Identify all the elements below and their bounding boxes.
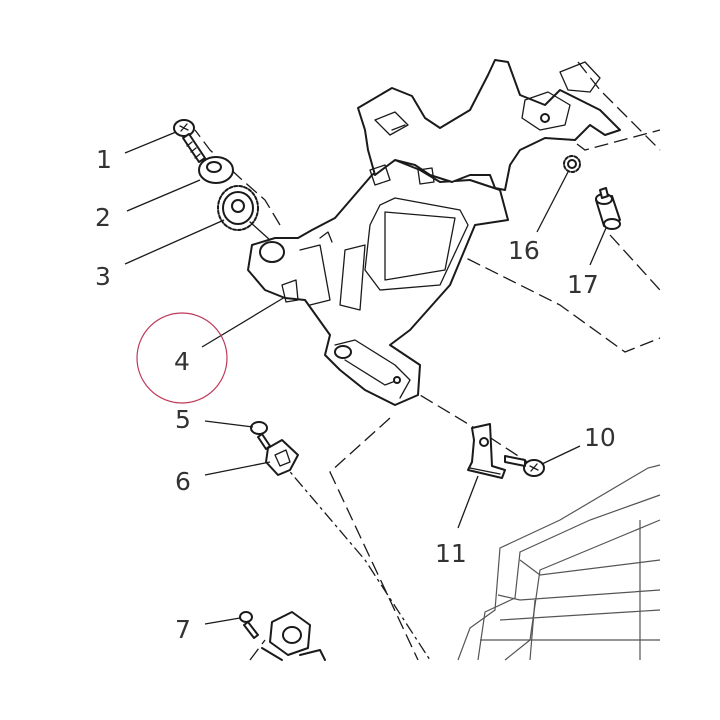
- screw-part-1: [173, 119, 206, 163]
- screw-part-5: [250, 421, 271, 450]
- main-bracket: [247, 159, 509, 406]
- callout-6: 6: [175, 467, 191, 496]
- callout-16: 16: [508, 236, 540, 265]
- callout-4: 4: [174, 347, 190, 376]
- screw-part-7: [239, 611, 259, 639]
- washer-part-2: [198, 156, 234, 184]
- callout-5: 5: [175, 405, 191, 434]
- callout-7: 7: [175, 615, 191, 644]
- clip-part-6: [265, 439, 299, 476]
- bracket-part-11: [467, 423, 506, 479]
- callout-1: 1: [96, 145, 112, 174]
- callout-17: 17: [567, 270, 599, 299]
- clamp-part: [261, 611, 326, 661]
- highlight-circle: [136, 312, 228, 404]
- screw-part-10: [504, 455, 545, 477]
- callout-10: 10: [584, 423, 616, 452]
- gear-part-3: [217, 185, 271, 241]
- nut-part-16: [563, 155, 581, 173]
- callout-3: 3: [95, 262, 111, 291]
- callout-11: 11: [435, 539, 467, 568]
- upper-bracket: [357, 59, 621, 191]
- grommet-part-17: [595, 187, 621, 230]
- callout-2: 2: [95, 203, 111, 232]
- engine-housing: [457, 464, 661, 661]
- leader-lines: [124, 131, 607, 625]
